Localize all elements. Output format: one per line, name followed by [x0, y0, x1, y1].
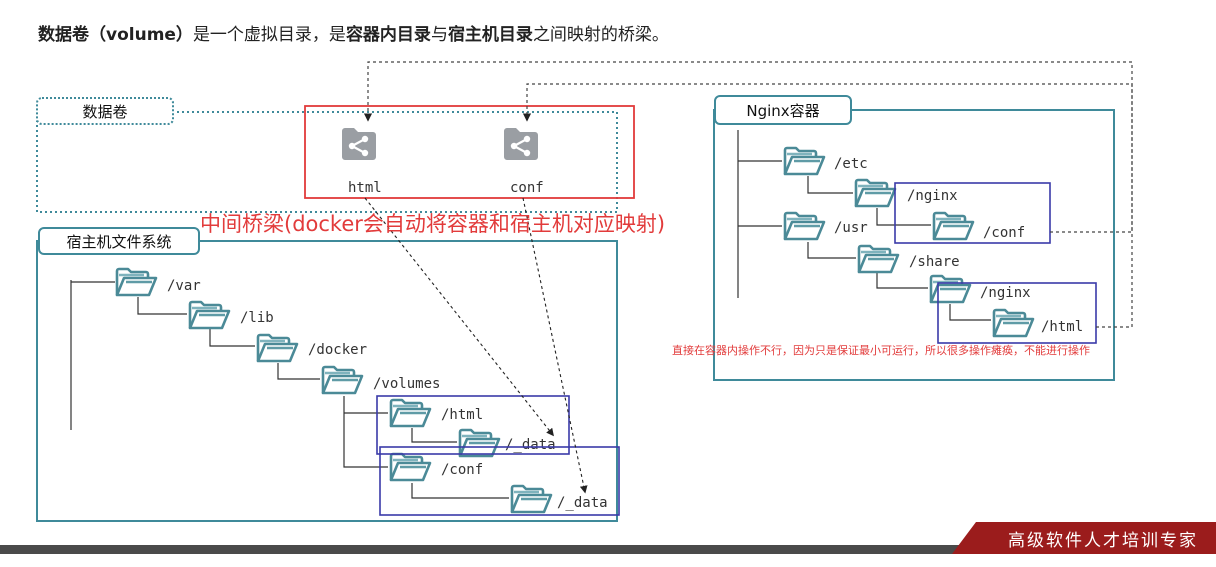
arrow-html-volume-to-host: [364, 197, 554, 437]
folder-icon: [783, 211, 826, 241]
volume-label-conf: conf: [510, 180, 544, 196]
footer-slogan: 高级软件人才培训专家: [1008, 531, 1198, 551]
nginx-frame: [713, 109, 1115, 381]
dir-conf-data: /_data: [557, 495, 608, 511]
footer-bar: [0, 545, 1216, 554]
folder-icon: [992, 308, 1035, 338]
folder-icon: [188, 300, 231, 330]
heading-container-dir: 容器内目录: [345, 25, 431, 45]
volume-icon-conf: [502, 126, 540, 162]
folder-icon: [115, 267, 158, 297]
dir-share-nginx: /nginx: [980, 285, 1031, 301]
folder-icon: [929, 274, 972, 304]
folder-icon: [932, 211, 975, 241]
folder-icon: [389, 452, 432, 482]
dir-docker: /docker: [308, 342, 367, 358]
map-line-conf-to-volume: [363, 61, 1133, 233]
dir-share: /share: [909, 254, 960, 270]
container-note: 直接在容器内操作不行，因为只是保证最小可运行，所以很多操作瘫痪，不能进行操作: [672, 344, 1090, 357]
heading-host-dir: 宿主机目录: [447, 25, 533, 45]
bridge-annotation: 中间桥梁(docker会自动将容器和宿主机对应映射): [200, 212, 666, 236]
dir-var: /var: [167, 278, 201, 294]
page-heading: 数据卷（volume）是一个虚拟目录，是容器内目录与宿主机目录之间映射的桥梁。: [38, 20, 669, 45]
folder-icon: [857, 244, 900, 274]
folder-icon: [458, 428, 501, 458]
volume-highlight: [304, 105, 635, 199]
dir-conf: /conf: [441, 462, 483, 478]
dir-nginx-conf: /conf: [983, 225, 1025, 241]
nginx-html-highlight: [937, 282, 1097, 344]
folder-icon: [256, 333, 299, 363]
host-conf-highlight: [379, 446, 620, 516]
heading-text: 与: [430, 25, 448, 45]
folder-icon: [389, 398, 432, 428]
dir-etc-nginx: /nginx: [907, 188, 958, 204]
host-fs-label: 宿主机文件系统: [38, 227, 200, 255]
volume-icon-html: [340, 126, 378, 162]
nginx-conf-highlight: [894, 182, 1051, 244]
folder-icon: [321, 365, 364, 395]
dir-nginx-html: /html: [1041, 319, 1083, 335]
dir-volumes: /volumes: [373, 376, 440, 392]
nginx-container-label: Nginx容器: [714, 95, 852, 125]
dir-html-data: /_data: [505, 437, 556, 453]
volume-box-label: 数据卷: [36, 97, 174, 125]
dir-lib: /lib: [240, 310, 274, 326]
dir-etc: /etc: [834, 156, 868, 172]
dir-usr: /usr: [834, 220, 868, 236]
folder-icon: [510, 484, 553, 514]
folder-icon: [783, 146, 826, 176]
volume-label-html: html: [348, 180, 382, 196]
footer-banner: [952, 522, 1216, 554]
dir-html: /html: [441, 407, 483, 423]
map-line-html-to-volume: [522, 83, 1133, 328]
heading-text: 是一个虚拟目录，是: [192, 25, 346, 45]
folder-icon: [854, 178, 897, 208]
host-tree-lines: [70, 280, 509, 499]
nginx-tree-lines: [737, 130, 991, 321]
arrow-conf-volume-to-host: [522, 197, 588, 494]
heading-text: 之间映射的桥梁。: [532, 25, 669, 45]
volume-frame: [36, 111, 618, 213]
host-fs-frame: [36, 240, 618, 522]
host-html-highlight: [376, 395, 570, 455]
heading-term: 数据卷（volume）: [38, 25, 193, 45]
